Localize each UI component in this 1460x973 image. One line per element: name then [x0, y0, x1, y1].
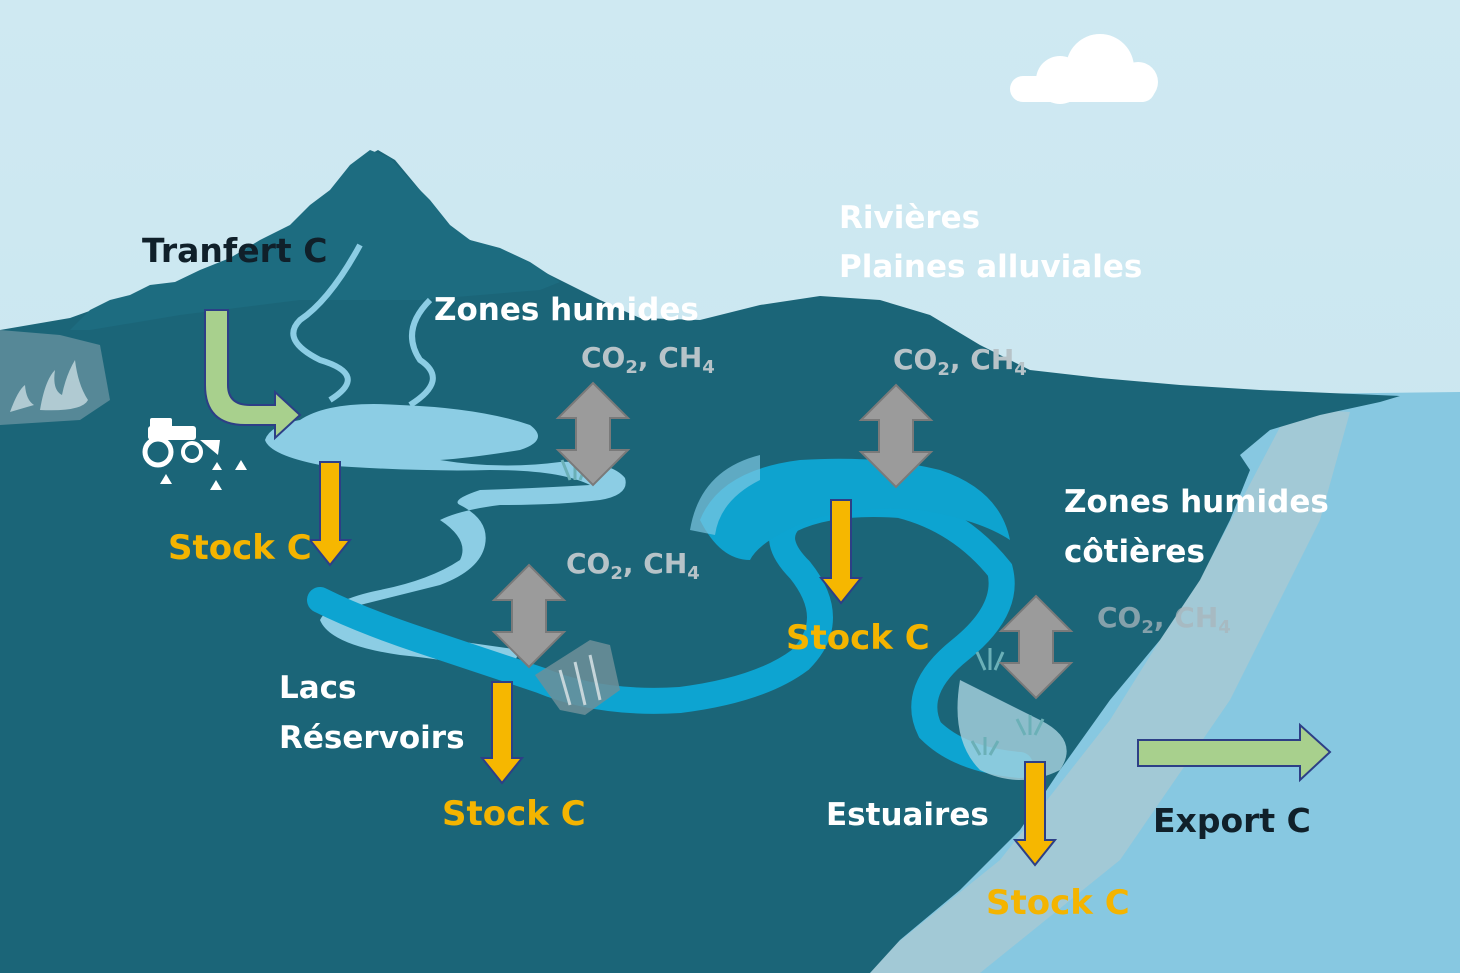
- stock-arrow: [307, 461, 353, 567]
- floodplains-label: Plaines alluviales: [839, 249, 1143, 285]
- stock-label: Stock C: [168, 528, 312, 568]
- flux-arrow: [858, 383, 934, 489]
- burnt-forest: [0, 330, 110, 425]
- gas-label: CO2, CH4: [893, 343, 1027, 380]
- coastal-wetlands-label: Zones humides: [1064, 484, 1329, 520]
- wetlands-label: Zones humides: [434, 292, 699, 328]
- stock-label: Stock C: [786, 618, 930, 658]
- stock-arrow: [818, 499, 864, 605]
- export-arrow: [1137, 722, 1332, 783]
- floodplain-shallow: [690, 455, 760, 535]
- export-label: Export C: [1153, 801, 1311, 840]
- floodplain-pool: [700, 458, 1010, 560]
- estuaries-label: Estuaires: [826, 797, 989, 833]
- river: [307, 491, 1033, 778]
- flux-arrow: [555, 381, 631, 487]
- flux-arrow: [491, 563, 567, 669]
- transfer-label: Tranfert C: [142, 231, 328, 270]
- fire-icon: [10, 360, 88, 412]
- coast-shallow: [860, 408, 1350, 973]
- stock-arrow: [1012, 761, 1058, 867]
- reservoirs-label: Réservoirs: [279, 720, 465, 756]
- stream: [408, 297, 436, 408]
- gas-label: CO2, CH4: [566, 547, 700, 584]
- dam-ribs: [558, 654, 602, 706]
- gas-label: CO2, CH4: [1097, 601, 1231, 638]
- flux-arrow: [998, 594, 1074, 700]
- gas-label: CO2, CH4: [581, 341, 715, 378]
- stream: [290, 243, 363, 403]
- stock-arrow: [479, 681, 525, 785]
- cloud-icon: [1010, 34, 1158, 104]
- coastal-wetlands-label: côtières: [1064, 534, 1205, 570]
- rivers-label: Rivières: [839, 200, 981, 236]
- stock-label: Stock C: [986, 883, 1130, 923]
- transfer-arrow: [204, 309, 302, 441]
- forest-fringe: [70, 150, 560, 330]
- lakes-label: Lacs: [279, 670, 357, 706]
- tractor-icon: [142, 418, 247, 490]
- stock-label: Stock C: [442, 794, 586, 834]
